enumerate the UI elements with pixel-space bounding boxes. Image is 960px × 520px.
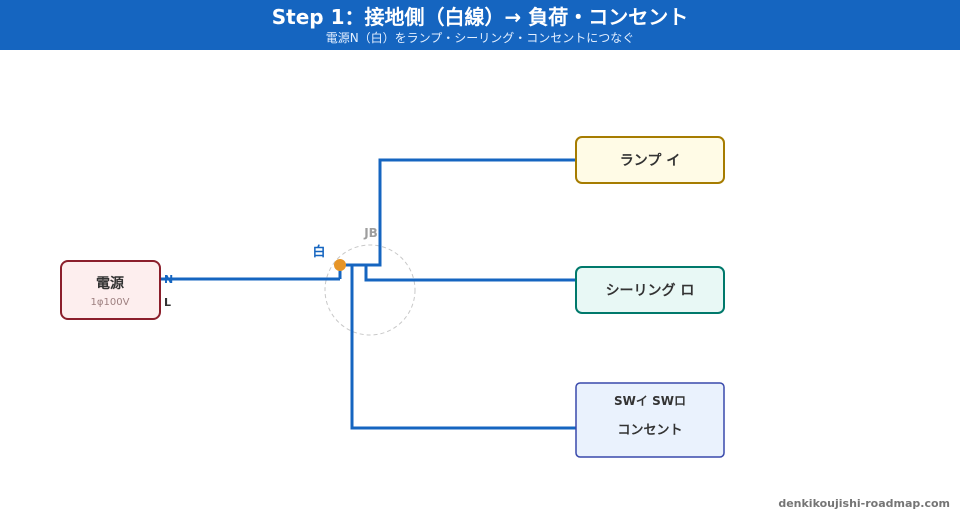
page-subtitle: 電源N（白）をランプ・シーリング・コンセントにつなぐ [325,31,635,45]
terminal-n-label: N [164,273,173,286]
wire-to-ceiling [364,265,576,282]
page-title: Step 1：接地側（白線）→ 負荷・コンセント [271,5,689,29]
ceiling-label: シーリング ロ [606,282,695,299]
terminal-l-label: L [164,296,171,309]
page-header: Step 1：接地側（白線）→ 負荷・コンセント 電源N（白）をランプ・シーリン… [0,0,960,50]
lamp-box [575,136,725,184]
outlet-label-outlet: コンセント [617,423,682,438]
junction-box-circle [324,244,416,336]
lamp-load: ランプ イ [575,136,725,184]
junction-node-dot [334,259,346,271]
wire-to-lamp [340,158,576,267]
power-source-box [60,260,161,320]
ceiling-box [575,266,725,314]
site-credit: denkikoujishi-roadmap.com [778,497,950,510]
lamp-label: ランプ イ [620,153,680,169]
wire-color-label: 白 [312,244,325,260]
outlet-label-switches: SWイ SWロ [614,394,686,408]
power-source-label: 電源 [96,275,124,292]
power-source-spec: 1φ100V [91,297,130,308]
white-wires [160,158,576,430]
outlet-load: SWイ SWロ コンセント [575,382,725,458]
ceiling-load: シーリング ロ [575,266,725,314]
wire-to-outlet [350,265,576,430]
power-source: 電源 1φ100V N L [60,260,173,320]
junction-box-label: JB [363,226,378,240]
outlet-box [575,382,725,458]
